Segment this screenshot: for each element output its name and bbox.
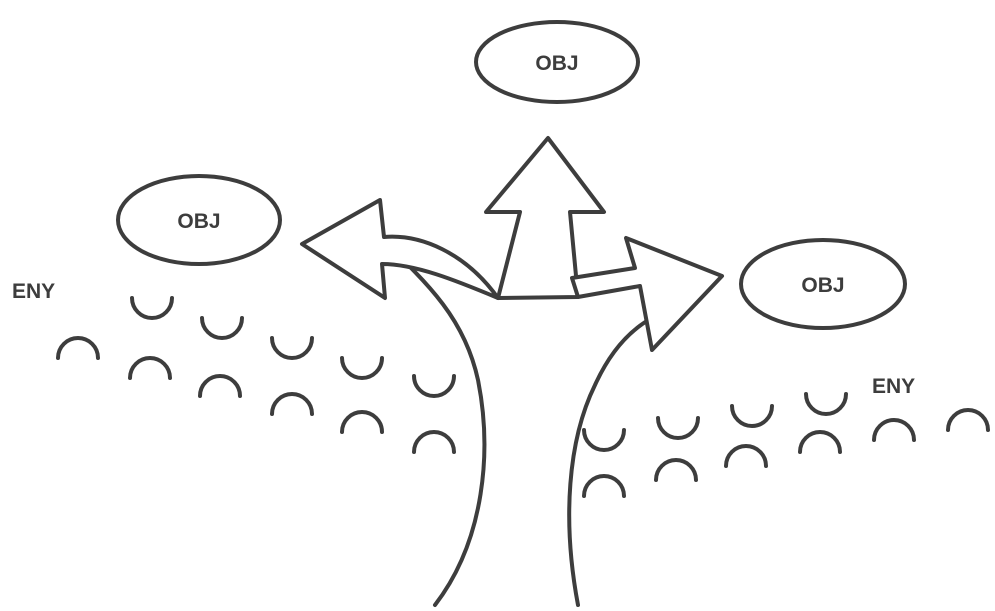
enemy-arc-dome [654, 458, 698, 482]
enemy-arc-cup [340, 356, 384, 380]
objective-ellipse [739, 238, 907, 330]
objective-right: OBJ [739, 238, 907, 330]
enemy-label-right: ENY [872, 375, 915, 398]
enemy-arc-dome [56, 336, 100, 360]
enemy-arc-dome [198, 374, 242, 398]
objective-label: OBJ [177, 210, 220, 233]
enemy-arc-cup [200, 316, 244, 340]
objective-label: OBJ [535, 52, 578, 75]
enemy-arc-dome [128, 356, 172, 380]
enemy-arc-cup [130, 296, 174, 320]
enemy-obstacle-arcs-right [582, 392, 990, 498]
enemy-arc-dome [340, 410, 384, 434]
trunk-left-edge [378, 236, 487, 607]
enemy-arc-cup [270, 336, 314, 360]
trunk-right-edge [567, 316, 654, 607]
objective-top: OBJ [474, 20, 640, 104]
enemy-arc-dome [582, 474, 626, 498]
enemy-arc-dome [872, 418, 916, 442]
enemy-label-left: ENY [12, 280, 55, 303]
axis-of-advance [300, 136, 724, 607]
objective-ellipse [116, 174, 282, 266]
enemy-arc-cup [412, 374, 456, 398]
enemy-arc-dome [412, 430, 456, 454]
enemy-arc-dome [946, 408, 990, 432]
enemy-arc-dome [270, 392, 314, 416]
enemy-arc-cup [730, 404, 774, 428]
enemy-obstacle-arcs-left [56, 296, 456, 454]
enemy-arc-cup [656, 416, 700, 440]
objective-ellipse [474, 20, 640, 104]
left-arrow [300, 198, 500, 300]
right-arrow [570, 236, 724, 352]
enemy-arc-cup [804, 392, 848, 416]
enemy-arc-dome [724, 444, 768, 468]
enemy-arc-cup [582, 428, 626, 452]
objective-left: OBJ [116, 174, 282, 266]
enemy-arc-dome [798, 430, 842, 454]
objective-label: OBJ [801, 274, 844, 297]
